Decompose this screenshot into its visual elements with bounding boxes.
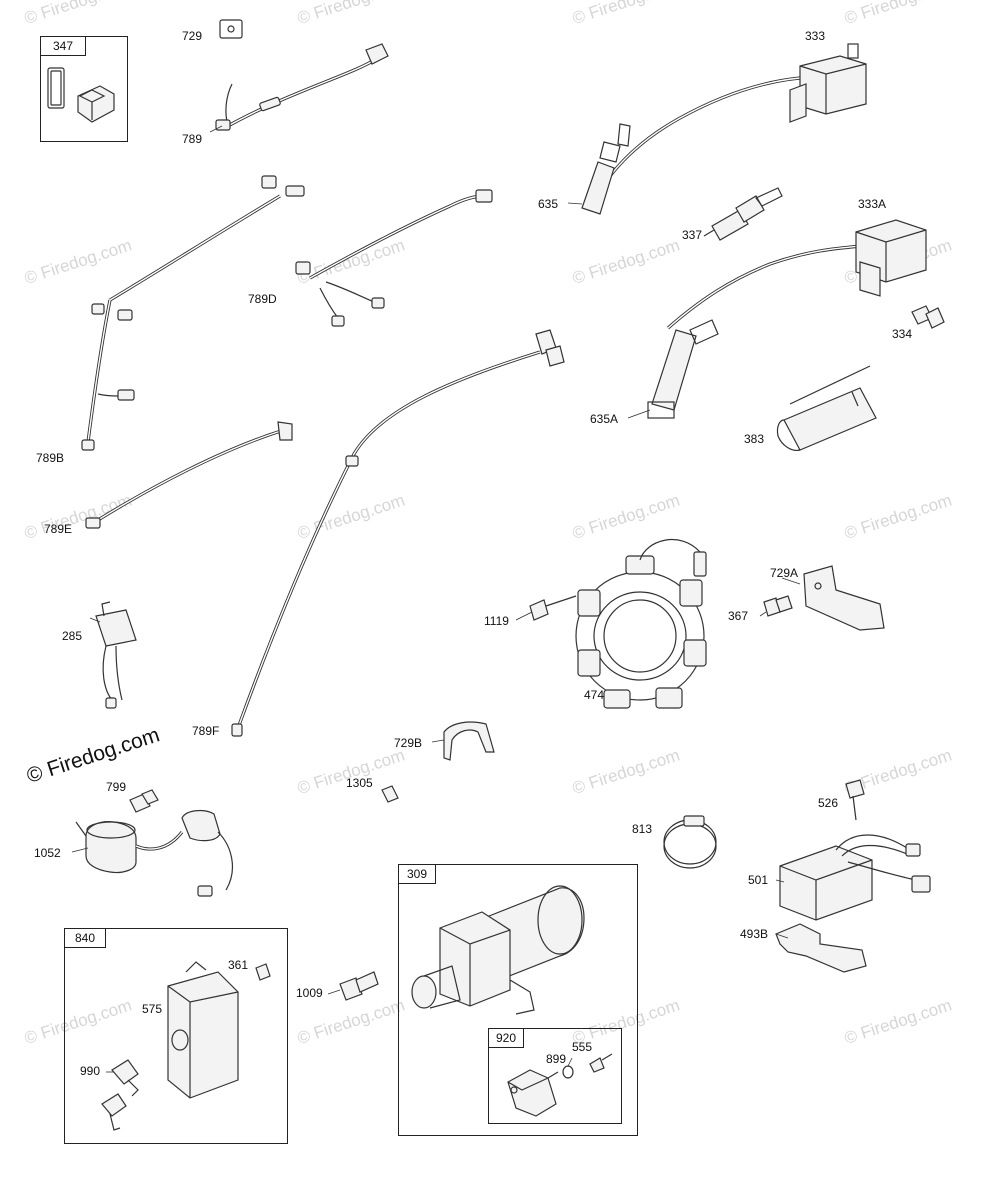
callout-474: 474 — [584, 688, 605, 702]
callout-337: 337 — [682, 228, 703, 242]
group-box-920 — [488, 1028, 622, 1124]
callout-333A: 333A — [858, 197, 887, 211]
callout-789E: 789E — [44, 522, 73, 536]
bolt-1119 — [529, 595, 577, 621]
callout-635: 635 — [538, 197, 559, 211]
callout-333: 333 — [805, 29, 826, 43]
starter-motor-309 — [411, 885, 585, 1015]
regulator-501 — [779, 834, 931, 921]
group-label-347: 347 — [40, 36, 86, 56]
group-label-840: 840 — [64, 928, 106, 948]
callout-501: 501 — [748, 873, 769, 887]
cover-575 — [167, 961, 239, 1099]
callout-493B: 493B — [740, 927, 769, 941]
clip-729 — [219, 19, 243, 39]
screw-334 — [911, 305, 945, 329]
solenoid-920 — [507, 1069, 559, 1117]
callout-383: 383 — [744, 432, 765, 446]
callout-555: 555 — [572, 1040, 593, 1054]
group-box-309 — [398, 864, 638, 1136]
module-285 — [95, 601, 137, 709]
callout-1119: 1119 — [484, 614, 509, 628]
stator-474 — [575, 538, 707, 709]
part-383 — [776, 365, 877, 451]
callout-899: 899 — [546, 1052, 567, 1066]
callout-1305: 1305 — [346, 776, 373, 790]
bracket-729A — [803, 565, 885, 631]
callout-526: 526 — [818, 796, 839, 810]
callout-789F: 789F — [192, 724, 220, 738]
spark-plug-337 — [703, 187, 783, 241]
callout-729A: 729A — [770, 566, 799, 580]
callout-334: 334 — [892, 327, 913, 341]
harness-789D — [295, 189, 493, 327]
callout-799: 799 — [106, 780, 127, 794]
bracket-493B — [775, 923, 867, 973]
callout-1052: 1052 — [34, 846, 61, 860]
cable-789F — [231, 329, 565, 737]
callout-1009: 1009 — [296, 986, 323, 1000]
callout-789: 789 — [182, 132, 203, 146]
hose-clamp-813 — [663, 815, 717, 869]
keys-990 — [101, 1059, 139, 1131]
screw-555 — [589, 1053, 613, 1073]
switch-347 — [47, 67, 115, 123]
cable-789E — [85, 421, 293, 529]
ignition-coil-333A — [647, 219, 927, 419]
harness-789B — [81, 175, 305, 451]
group-label-920: 920 — [488, 1028, 524, 1048]
callout-729: 729 — [182, 29, 203, 43]
screw-1305 — [381, 785, 399, 803]
assembly-1052 — [75, 809, 233, 897]
callout-361: 361 — [228, 958, 249, 972]
callout-789B: 789B — [36, 451, 65, 465]
callout-990: 990 — [80, 1064, 101, 1078]
bolt-1009 — [339, 971, 379, 1001]
screw-799 — [129, 789, 159, 813]
screw-361 — [255, 963, 271, 981]
clamp-729B — [443, 721, 495, 761]
callout-729B: 729B — [394, 736, 423, 750]
ignition-coil-333 — [581, 43, 867, 215]
callout-575: 575 — [142, 1002, 163, 1016]
callout-635A: 635A — [590, 412, 619, 426]
harness-789 — [215, 43, 389, 131]
callout-367: 367 — [728, 609, 749, 623]
group-label-309: 309 — [398, 864, 436, 884]
callout-813: 813 — [632, 822, 653, 836]
callout-789D: 789D — [248, 292, 277, 306]
group-box-840 — [64, 928, 288, 1144]
callout-285: 285 — [62, 629, 83, 643]
bolt-526 — [845, 779, 865, 821]
leader-lines — [71, 125, 801, 1073]
screw-367 — [763, 595, 793, 617]
